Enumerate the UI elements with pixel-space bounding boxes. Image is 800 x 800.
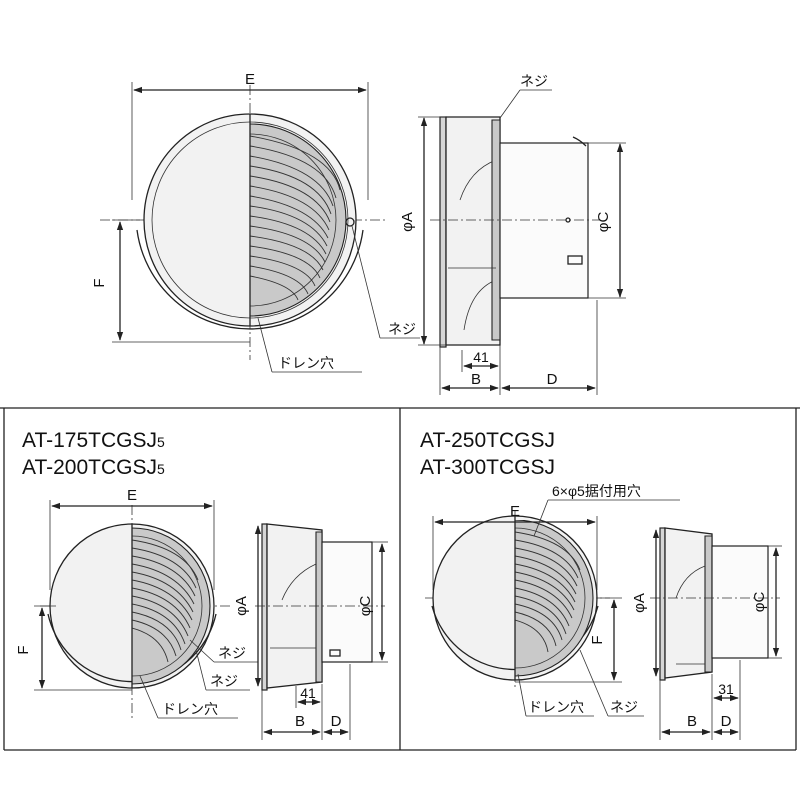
latch: [567, 255, 583, 265]
left-dim-E: E: [127, 487, 137, 504]
callout-screw-top: ネジ: [520, 73, 548, 89]
dim-B-label: B: [471, 371, 481, 388]
right-dim-C: φC: [751, 592, 768, 613]
left-callout-screw-2: ネジ: [210, 673, 238, 689]
mount-flange: [439, 116, 447, 348]
dim-F-label: F: [91, 278, 108, 287]
right-dim-F: F: [589, 635, 606, 644]
right-dim-E: E: [510, 503, 520, 520]
right-panel: AT-250TCGSJ AT-300TCGSJ: [420, 429, 782, 740]
duct: [499, 142, 589, 299]
right-dim-D: D: [721, 713, 732, 730]
dim-A-label: φA: [399, 212, 416, 232]
left-louver: [132, 527, 211, 685]
left-callout-drain: ドレン穴: [162, 701, 218, 717]
top-front-view: E F ネジ ドレン穴: [91, 71, 420, 373]
dim-C-label: φC: [595, 212, 612, 233]
left-callout-screw-1: ネジ: [218, 645, 246, 661]
front-screw: [345, 217, 355, 227]
right-model-1: AT-250TCGSJ: [420, 429, 555, 452]
right-dim-B: B: [687, 713, 697, 730]
left-dim-B: B: [295, 713, 305, 730]
callout-screw-front: ネジ: [388, 321, 416, 337]
right-dim-31: 31: [718, 681, 734, 697]
right-callout-mount-holes: 6×φ5据付用穴: [552, 483, 641, 499]
left-dim-D: D: [331, 713, 342, 730]
left-model-2: AT-200TCGSJ5: [22, 456, 165, 479]
hood-lip: [136, 229, 364, 330]
callout-drain: ドレン穴: [278, 355, 334, 371]
right-callout-drain: ドレン穴: [528, 699, 584, 715]
dim-E-label: E: [245, 71, 255, 88]
left-dim-F: F: [15, 645, 32, 654]
top-side-view: φA φC 41 B D ネジ: [399, 73, 626, 395]
right-louver: [515, 520, 594, 677]
louver-section: [250, 123, 347, 317]
right-model-2: AT-300TCGSJ: [420, 456, 555, 479]
left-dim-C: φC: [357, 596, 374, 617]
left-model-1: AT-175TCGSJ5: [22, 429, 165, 452]
right-callout-screw: ネジ: [610, 699, 638, 715]
right-dim-A: φA: [631, 593, 648, 613]
dim-D-label: D: [547, 371, 558, 388]
dim-41-label: 41: [473, 349, 489, 365]
left-dim-41: 41: [300, 685, 316, 701]
left-dim-A: φA: [233, 596, 250, 616]
left-panel: AT-175TCGSJ5 AT-200TCGSJ5: [15, 429, 388, 740]
